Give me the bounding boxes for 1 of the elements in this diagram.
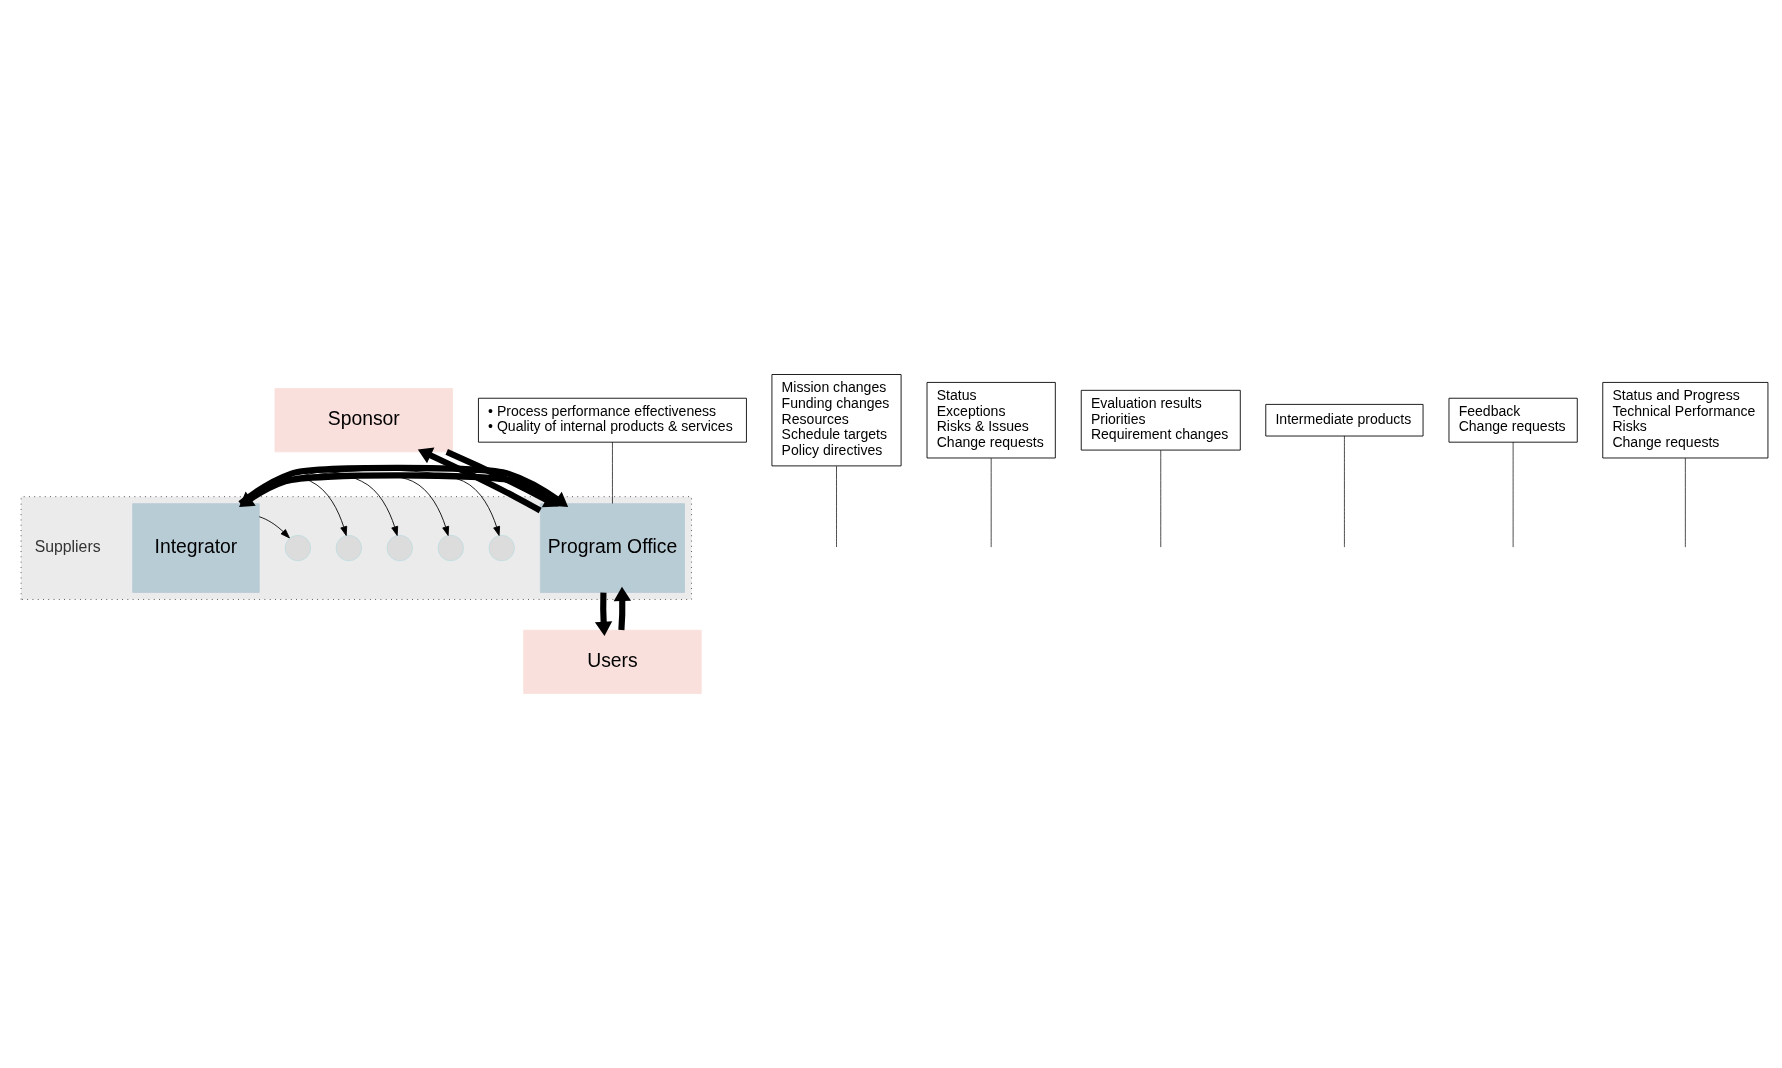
label: Suppliers — [34, 537, 101, 555]
